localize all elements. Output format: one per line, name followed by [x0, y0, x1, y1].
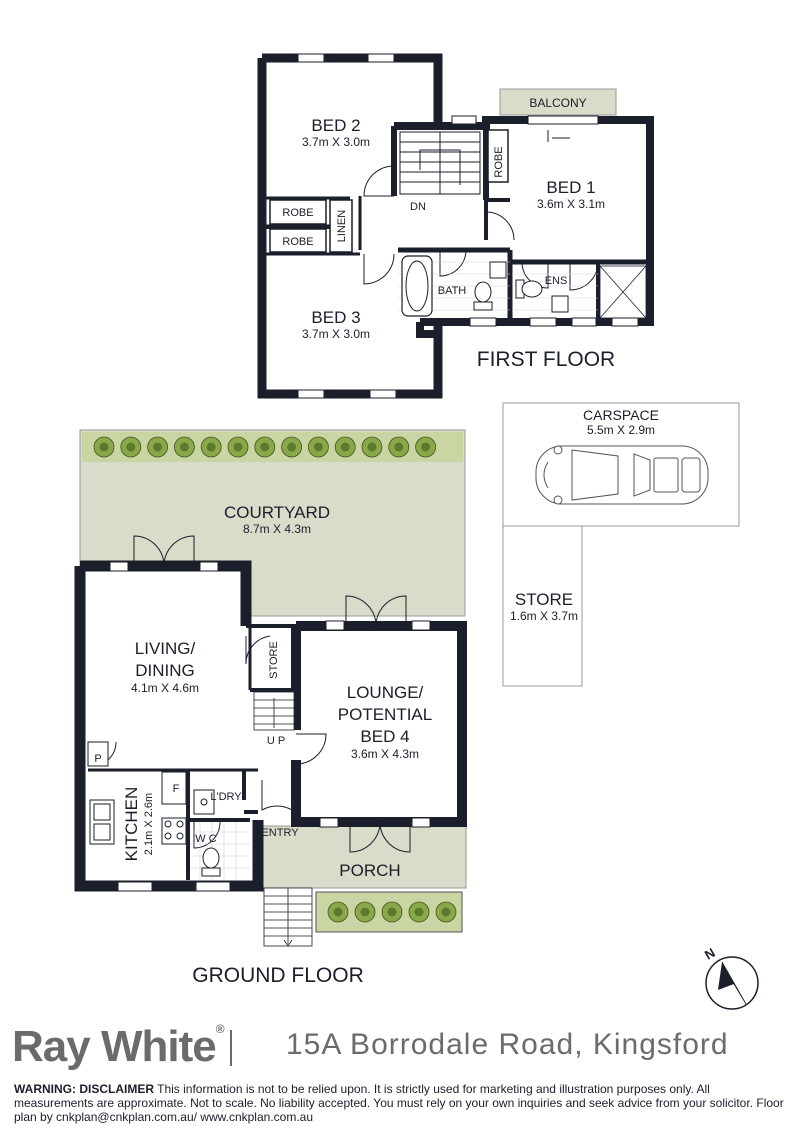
shrub-icon	[421, 442, 431, 452]
brand-name: Ray White	[12, 1022, 217, 1071]
lounge-label-3: BED 4	[360, 727, 409, 746]
stairs-ground-floor	[253, 691, 295, 731]
shrub-icon	[179, 442, 189, 452]
disclaimer: WARNING: DISCLAIMER This information is …	[14, 1082, 786, 1124]
bed1-size: 3.6m X 3.1m	[537, 197, 605, 211]
courtyard-hedge	[82, 432, 463, 462]
shrub-icon	[287, 442, 297, 452]
bed2-name: BED 2	[311, 116, 360, 135]
porch-label: PORCH	[339, 861, 400, 880]
lounge-label-2: POTENTIAL	[338, 705, 432, 724]
robe-bed1-label: ROBE	[493, 146, 505, 177]
shrub-icon	[367, 442, 377, 452]
living-size: 4.1m X 4.6m	[131, 681, 199, 695]
car-icon	[535, 445, 709, 505]
toilet-wc	[201, 847, 221, 877]
kitchen-size: 2.1m X 2.6m	[143, 793, 155, 855]
kitchen-fittings	[87, 741, 187, 845]
shrub-icon	[414, 907, 424, 917]
shower	[599, 265, 647, 319]
bed1-name: BED 1	[546, 178, 595, 197]
laundry-label: L'DRY	[210, 791, 242, 803]
toilet-ens	[515, 279, 543, 299]
shrub-icon	[394, 442, 404, 452]
ground-floor: COURTYARD 8.7m X 4.3m LIVING/ DINING 4.1…	[74, 429, 467, 987]
porch	[261, 825, 467, 889]
compass: N	[702, 945, 759, 1010]
outside-store-size: 1.6m X 3.7m	[510, 609, 578, 623]
registered-mark: ®	[215, 1022, 225, 1036]
first-floor-title: FIRST FLOOR	[477, 348, 615, 371]
stairs-first-floor	[399, 131, 481, 195]
bed2-size: 3.7m X 3.0m	[302, 135, 370, 149]
dn-label: DN	[410, 201, 426, 213]
carspace-name: CARSPACE	[583, 407, 659, 423]
up-label: U P	[267, 735, 285, 747]
disclaimer-text: This information is not to be relied upo…	[14, 1082, 784, 1124]
robe-bed3-label: ROBE	[282, 236, 313, 248]
lounge-size: 3.6m X 4.3m	[351, 747, 419, 761]
north-icon: N	[702, 945, 718, 963]
footer-divider	[230, 1030, 232, 1066]
ground-floor-walls	[80, 560, 252, 626]
bath-label: BATH	[438, 285, 467, 297]
ens-label: ENS	[545, 275, 568, 287]
courtyard-size: 8.7m X 4.3m	[243, 522, 311, 536]
shrub-icon	[360, 907, 370, 917]
toilet-bath	[473, 281, 493, 311]
entry-steps	[263, 887, 313, 947]
courtyard-name: COURTYARD	[224, 503, 330, 522]
bath-tub	[401, 255, 433, 317]
shrub-icon	[153, 442, 163, 452]
shrub-icon	[260, 442, 270, 452]
disclaimer-heading: WARNING: DISCLAIMER	[14, 1082, 154, 1096]
first-floor: BED 2 3.7m X 3.0m BED 3 3.7m X 3.0m BED …	[257, 53, 654, 399]
shrub-icon	[333, 907, 343, 917]
bed3-size: 3.7m X 3.0m	[302, 327, 370, 341]
bed3-name: BED 3	[311, 308, 360, 327]
balcony-label: BALCONY	[529, 96, 586, 110]
pantry-label: P	[94, 753, 101, 765]
linen-label: LINEN	[336, 210, 348, 242]
balcony	[499, 88, 617, 116]
store-label: STORE	[268, 641, 280, 679]
floor-plan: BED 2 3.7m X 3.0m BED 3 3.7m X 3.0m BED …	[74, 53, 759, 1010]
outside-store-name: STORE	[515, 590, 573, 609]
ground-floor-title: GROUND FLOOR	[192, 964, 364, 987]
carspace-size: 5.5m X 2.9m	[587, 423, 655, 437]
shrub-icon	[313, 442, 323, 452]
robe-bed2-label: ROBE	[282, 207, 313, 219]
shrub-icon	[233, 442, 243, 452]
property-address: 15A Borrodale Road, Kingsford	[286, 1028, 729, 1061]
kitchen-label: KITCHEN	[122, 787, 141, 862]
lounge-label-1: LOUNGE/	[347, 683, 424, 702]
carspace-area: CARSPACE 5.5m X 2.9m STORE 1.6m X 3.7m	[502, 402, 740, 687]
laundry-tub	[193, 789, 215, 815]
living-label-2: DINING	[135, 661, 195, 680]
ray-white-logo: Ray White®	[12, 1022, 225, 1072]
entry-label: ENTRY	[261, 827, 299, 839]
living-label-1: LIVING/	[135, 639, 196, 658]
shrub-icon	[387, 907, 397, 917]
shrub-icon	[441, 907, 451, 917]
shrub-icon	[340, 442, 350, 452]
fridge-label: F	[173, 783, 180, 795]
wc-label: W C	[195, 833, 216, 845]
shrub-icon	[99, 442, 109, 452]
shrub-icon	[126, 442, 136, 452]
shrub-icon	[206, 442, 216, 452]
